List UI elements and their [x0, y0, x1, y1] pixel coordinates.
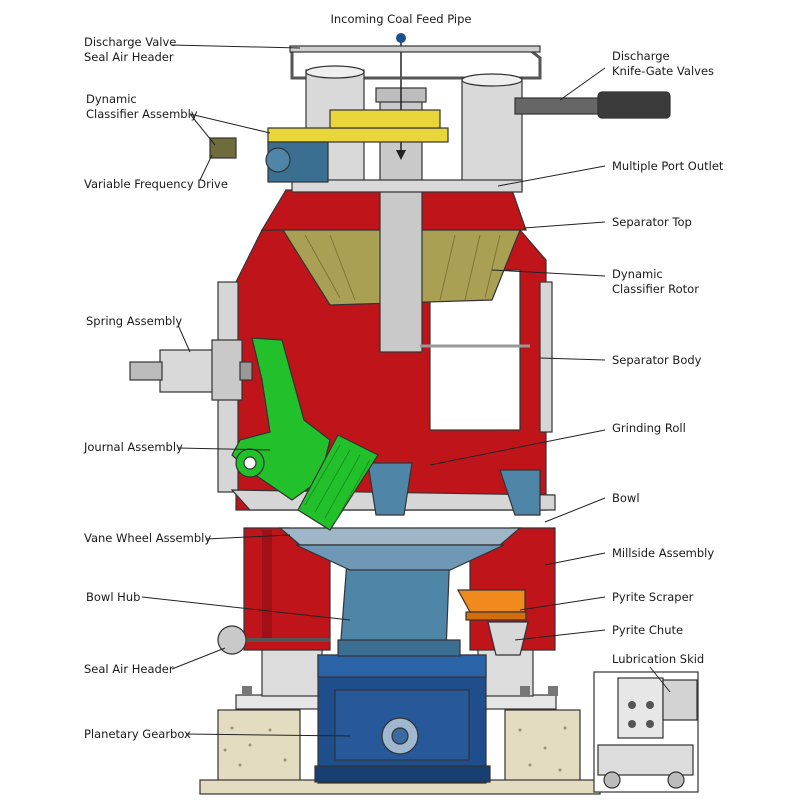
label-vane-wheel-assembly: Vane Wheel Assembly: [84, 531, 211, 545]
label-discharge-valve-seal-air-header-2: Seal Air Header: [84, 50, 174, 64]
leader-lines: [141, 44, 671, 737]
spring-assembly: [129, 339, 253, 401]
dynamic-classifier-drive: [265, 109, 449, 183]
bowl: [278, 527, 522, 571]
lubrication-skid: [593, 671, 699, 793]
bowl-hub: [337, 547, 461, 657]
label-dynamic-classifier-rotor-1: Dynamic: [612, 267, 663, 281]
label-grinding-roll: Grinding Roll: [612, 421, 686, 435]
label-millside-assembly: Millside Assembly: [612, 546, 714, 560]
discharge-outlet-pipes: [305, 65, 523, 191]
variable-frequency-drive: [209, 137, 237, 159]
label-seal-air-header: Seal Air Header: [84, 662, 174, 676]
label-separator-top: Separator Top: [612, 215, 692, 229]
seal-air-header: [217, 625, 330, 655]
label-multiple-port-outlet: Multiple Port Outlet: [612, 159, 724, 173]
label-discharge-knife-gate-valves-2: Knife-Gate Valves: [612, 64, 714, 78]
label-discharge-knife-gate-valves-1: Discharge: [612, 49, 670, 63]
journal-assembly: [231, 337, 331, 501]
label-spring-assembly: Spring Assembly: [86, 314, 182, 328]
label-discharge-valve-seal-air-header-1: Discharge Valve: [84, 35, 176, 49]
planetary-gearbox: [314, 654, 491, 784]
pyrite-chute: [487, 621, 529, 656]
pyrite-scraper: [456, 589, 527, 621]
label-bowl-hub: Bowl Hub: [86, 590, 140, 604]
label-separator-body: Separator Body: [612, 353, 702, 367]
grinding-roll: [297, 434, 379, 531]
label-incoming-coal-feed-pipe: Incoming Coal Feed Pipe: [331, 12, 472, 26]
label-dynamic-classifier-assembly-2: Classifier Assembly: [86, 107, 198, 121]
label-dynamic-classifier-rotor-2: Classifier Rotor: [612, 282, 699, 296]
label-bowl: Bowl: [612, 491, 640, 505]
labels: Incoming Coal Feed Pipe Discharge Valve …: [83, 12, 724, 741]
internal-blue-segments: [367, 462, 541, 516]
knife-gate-valve-actuator: [514, 91, 671, 119]
label-lubrication-skid: Lubrication Skid: [612, 652, 704, 666]
multiple-port-outlet: [291, 179, 523, 193]
label-journal-assembly: Journal Assembly: [83, 440, 183, 454]
label-pyrite-scraper: Pyrite Scraper: [612, 590, 694, 604]
label-planetary-gearbox: Planetary Gearbox: [84, 727, 191, 741]
label-pyrite-chute: Pyrite Chute: [612, 623, 683, 637]
label-variable-frequency-drive: Variable Frequency Drive: [84, 177, 228, 191]
label-dynamic-classifier-assembly-1: Dynamic: [86, 92, 137, 106]
discharge-valve-seal-air-header: [289, 45, 542, 80]
